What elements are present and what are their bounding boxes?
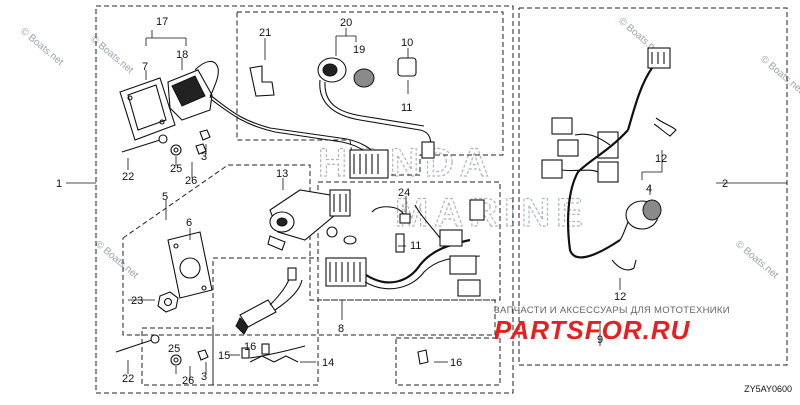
part-clips-15-16: [241, 343, 429, 365]
callout-1: 1: [56, 178, 62, 190]
watermark-site-2: © Boats.net: [88, 34, 135, 76]
callout-26-top: 26: [185, 175, 197, 187]
callout-11-top: 11: [401, 102, 412, 114]
part-ignition-13: [267, 189, 351, 251]
part-cap-19: [353, 68, 375, 88]
callout-19: 19: [353, 44, 365, 56]
callout-22-bottom: 22: [122, 373, 134, 385]
callout-7: 7: [142, 61, 148, 73]
callout-4: 4: [646, 183, 652, 195]
callout-12-bottom: 12: [614, 291, 626, 303]
callout-12-top: 12: [655, 153, 667, 165]
callout-23: 23: [131, 295, 143, 307]
group-box-hardware: [141, 327, 214, 386]
callout-20: 20: [340, 17, 352, 29]
callout-10: 10: [401, 37, 413, 49]
callout-numbers: 1 2 3 3 4 5 6 7 8 9 10 11 11 12 12 13 14…: [56, 16, 728, 387]
group-box-8: [317, 181, 501, 301]
group-box-1: [95, 5, 514, 394]
diagram-code: ZY5AY0600: [744, 384, 792, 394]
watermark-site-1: © Boats.net: [18, 26, 65, 68]
callout-22-top: 22: [122, 171, 134, 183]
watermark-brand-line2: MARINE: [395, 191, 589, 235]
connector-cluster-top: [349, 141, 435, 179]
group-box-2: [518, 7, 788, 366]
callout-25-top: 25: [170, 163, 182, 175]
leader-lines: [66, 28, 787, 380]
callout-13: 13: [276, 168, 288, 180]
callout-26-bottom: 26: [182, 375, 194, 387]
group-outlines: [95, 5, 788, 394]
callout-5: 5: [162, 191, 168, 203]
callout-14: 14: [322, 357, 334, 369]
part-harness-2: [541, 47, 671, 259]
watermark-brand-line1: HONDA: [318, 141, 495, 185]
callout-16-left: 16: [244, 341, 256, 353]
part-switch-18: [167, 60, 219, 121]
callout-6: 6: [186, 217, 192, 229]
part-panel-switch-7: [119, 77, 176, 141]
promo-brand[interactable]: PARTSFOR.RU: [494, 315, 691, 345]
callout-9: 9: [597, 334, 603, 346]
callout-21: 21: [259, 27, 271, 39]
callout-25-bottom: 25: [168, 343, 180, 355]
callout-17: 17: [156, 16, 168, 28]
watermark-logo: HONDA MARINE: [317, 140, 589, 235]
group-box-14: [212, 257, 319, 386]
part-spring-10: [397, 57, 417, 77]
group-box-16: [395, 337, 501, 386]
callout-15: 15: [218, 350, 230, 362]
callout-3-bottom: 3: [201, 371, 207, 383]
callout-2: 2: [722, 178, 728, 190]
part-bracket-21: [249, 65, 275, 97]
promo-tagline: ЗАПЧАСТИ И АКСЕССУАРЫ ДЛЯ МОТОТЕХНИКИ: [494, 305, 730, 316]
part-small-11: [326, 226, 405, 253]
hardware-bottom: [115, 334, 209, 366]
watermark-site-5: © Boats.net: [758, 54, 800, 96]
part-sensor-20: [317, 57, 432, 151]
callout-3-top: 3: [201, 151, 207, 163]
part-harness-8: [325, 199, 485, 297]
hardware-top: [121, 129, 211, 156]
part-clip-24: [371, 206, 411, 224]
callout-18: 18: [176, 49, 188, 61]
promo-banner[interactable]: ЗАПЧАСТИ И АКСЕССУАРЫ ДЛЯ МОТОТЕХНИКИ PA…: [494, 305, 794, 344]
watermark-site-6: © Boats.net: [733, 239, 780, 281]
part-nut-23: [157, 291, 179, 313]
group-box-20: [236, 11, 504, 176]
watermark-site-3: © Boats.net: [93, 239, 140, 281]
group-box-5: [122, 164, 496, 336]
part-clamps-12: [611, 117, 677, 271]
callout-8: 8: [338, 323, 344, 335]
part-switch-14: [235, 267, 306, 363]
callout-16-right: 16: [450, 357, 462, 369]
callout-11-center: 11: [410, 240, 421, 252]
part-plate-6: [167, 231, 213, 299]
callout-24: 24: [398, 187, 410, 199]
